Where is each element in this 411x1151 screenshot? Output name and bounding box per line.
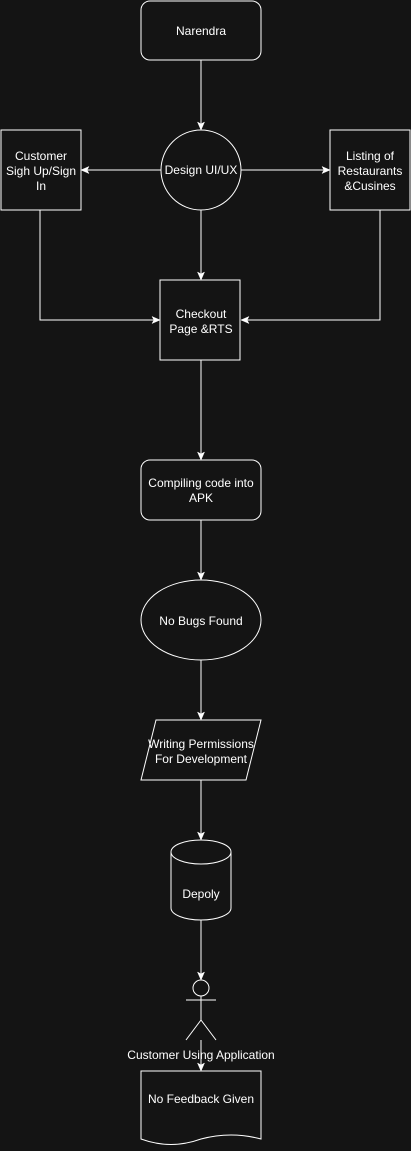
node-design-ui-ux[interactable]: Design UI/UX [160, 129, 242, 211]
actor-head [192, 979, 210, 997]
checkout-label-line-2: Page &RTS [169, 322, 232, 336]
checkout-rect [159, 279, 241, 361]
design-circle [160, 129, 242, 211]
nobugs-ellipse [140, 579, 262, 661]
deploy-cylinder-body [170, 852, 232, 921]
narendra-rounded-rect [140, 0, 262, 61]
deploy-label: Depoly [182, 887, 219, 901]
node-writing-permissions[interactable]: Writing Permissions For Development [140, 719, 262, 781]
deploy-cylinder-top [170, 839, 232, 865]
permissions-label-line-2: For Development [155, 752, 248, 766]
checkout-label-line-1: Checkout [176, 307, 227, 321]
listing-label-line-3: &Cusines [344, 179, 395, 193]
listing-label-line-1: Listing of [346, 149, 395, 163]
node-listing-restaurants[interactable]: Listing of Restaurants &Cusines [329, 129, 411, 211]
signup-label-line-3: In [36, 179, 46, 193]
design-label: Design UI/UX [165, 163, 238, 177]
feedback-label: No Feedback Given [148, 1092, 254, 1106]
edge-listing-to-checkout[interactable] [240, 210, 381, 325]
node-no-feedback[interactable]: No Feedback Given [140, 1070, 262, 1145]
node-compile-apk[interactable]: Compiling code into APK [140, 459, 262, 521]
listing-rect [329, 129, 411, 211]
node-narendra[interactable]: Narendra [140, 0, 262, 61]
node-customer-signup[interactable]: Customer Sigh Up/Sign In [0, 129, 82, 211]
listing-label-line-2: Restaurants [338, 164, 403, 178]
edge-signup-to-checkout[interactable] [39, 210, 161, 325]
actor-left-leg [185, 1019, 202, 1041]
node-checkout-page[interactable]: Checkout Page &RTS [159, 279, 241, 361]
compile-rounded-rect [140, 459, 262, 521]
signup-label-line-2: Sigh Up/Sign [6, 164, 76, 178]
compile-label-line-1: Compiling code into [148, 476, 254, 490]
feedback-document [140, 1070, 262, 1145]
signup-label-line-1: Customer [15, 149, 67, 163]
node-customer-actor[interactable]: Customer Using Application [127, 979, 275, 1062]
node-depoly[interactable]: Depoly [170, 839, 232, 921]
customer-label: Customer Using Application [127, 1048, 274, 1062]
compile-label-line-2: APK [189, 491, 213, 505]
node-no-bugs-found[interactable]: No Bugs Found [140, 579, 262, 661]
permissions-label-line-1: Writing Permissions [148, 737, 254, 751]
nobugs-label: No Bugs Found [159, 614, 242, 628]
permissions-parallelogram [140, 719, 262, 781]
edges [39, 60, 381, 1072]
signup-rect [0, 129, 82, 211]
narendra-label: Narendra [176, 24, 226, 38]
actor-right-leg [200, 1019, 217, 1041]
